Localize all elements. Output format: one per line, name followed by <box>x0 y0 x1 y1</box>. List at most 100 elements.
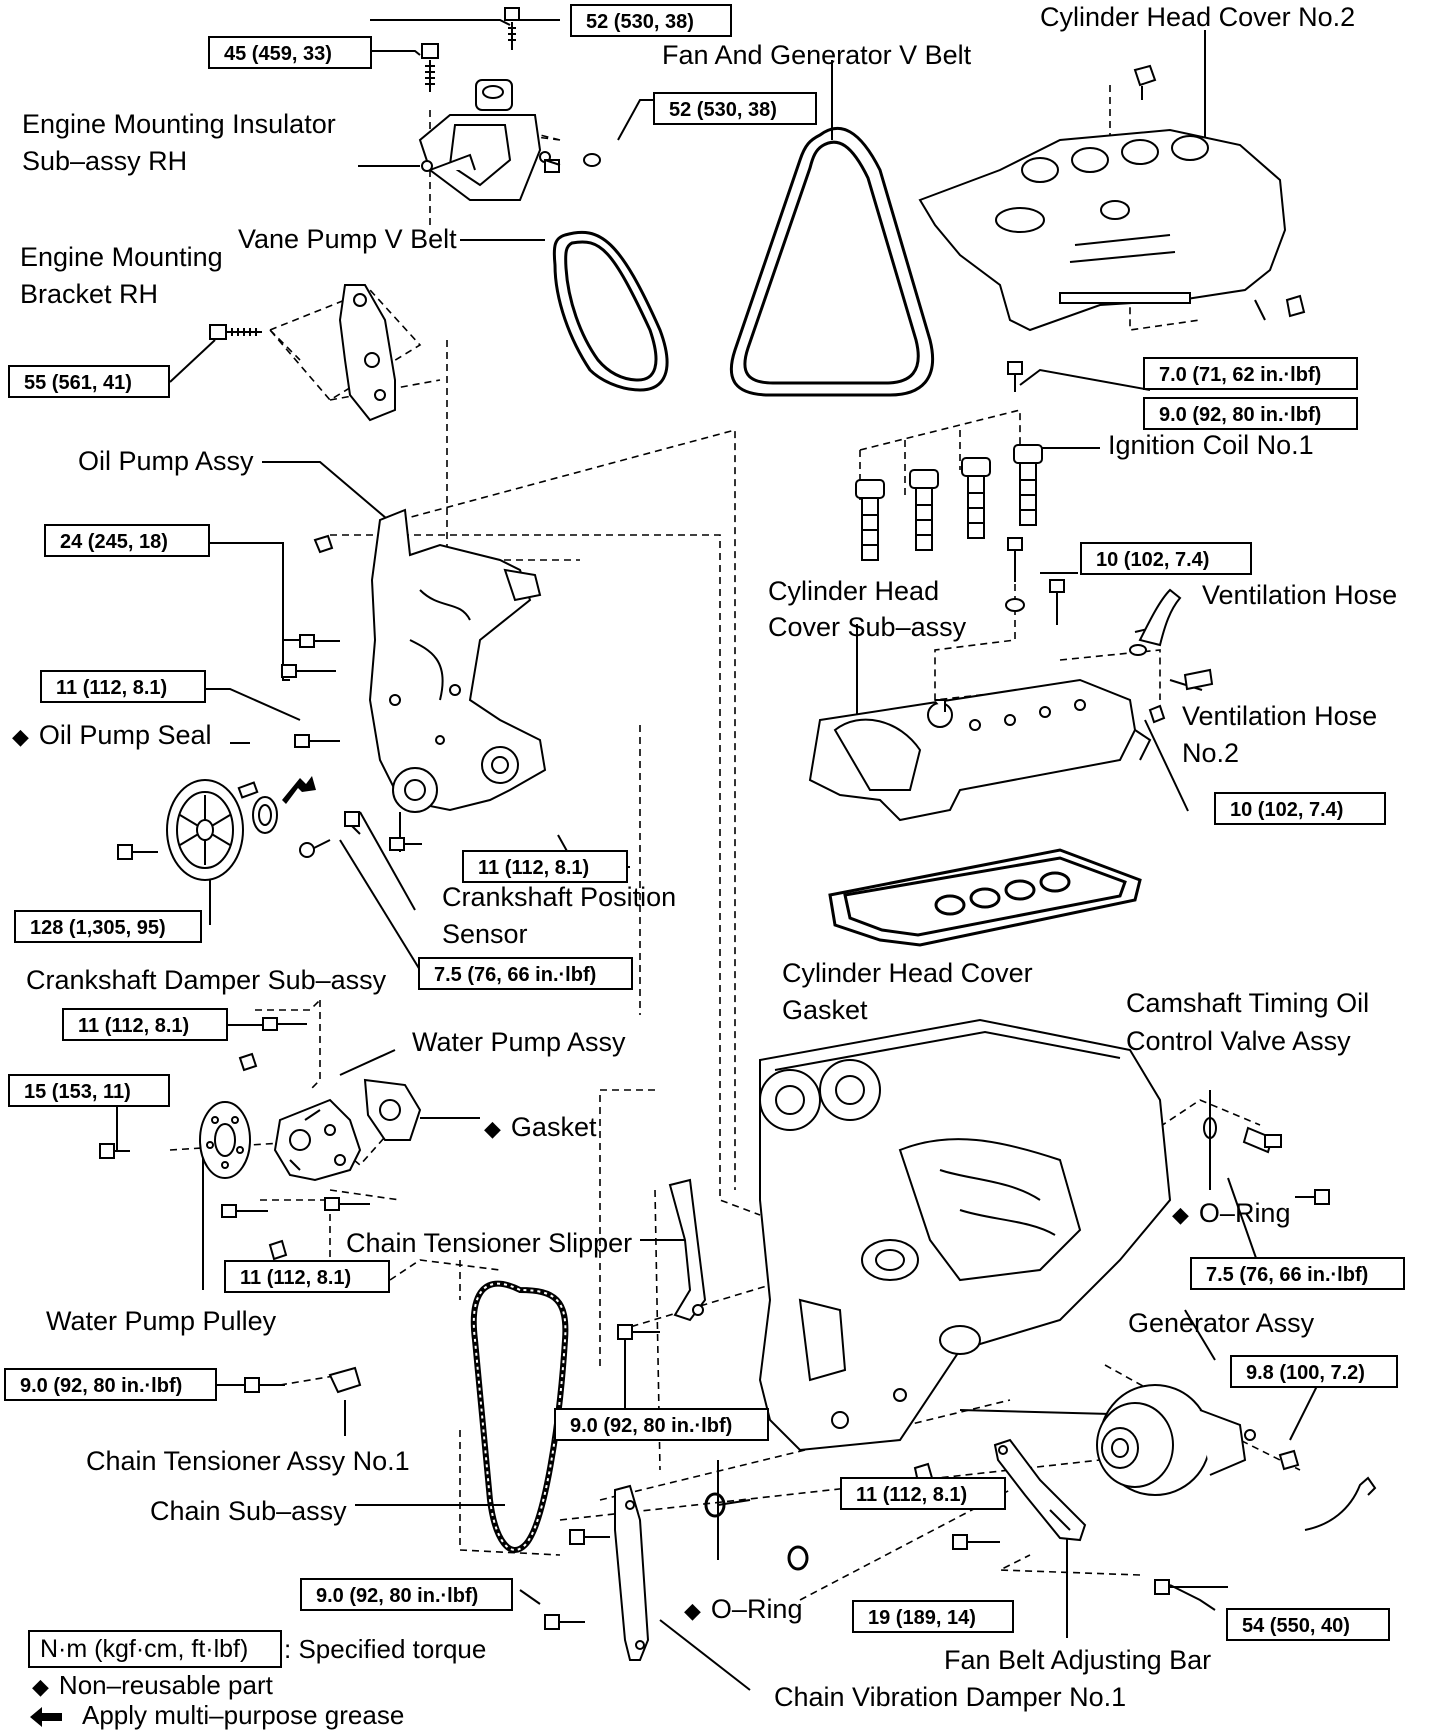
label-o-ring-lower: ◆O–Ring <box>684 1594 803 1624</box>
label-engine-mounting-insulator-2: Sub–assy RH <box>22 146 188 176</box>
left-arrow-icon <box>30 1707 62 1728</box>
coil-bolts <box>1005 361 1065 625</box>
generator-nut <box>1278 1449 1300 1471</box>
chain-vibration-damper <box>614 1484 650 1661</box>
torque-10-coil: 10 (102, 7.4) <box>1080 542 1252 575</box>
torque-7-5-valve: 7.5 (76, 66 in.·lbf) <box>1190 1257 1405 1290</box>
cylinder-head-cover-subassy <box>808 678 1152 822</box>
torque-9-0-coil: 9.0 (92, 80 in.·lbf) <box>1143 397 1358 430</box>
torque-19: 19 (189, 14) <box>852 1600 1014 1633</box>
torque-9-8: 9.8 (100, 7.2) <box>1230 1355 1398 1388</box>
grease-arrow-icon <box>282 776 316 804</box>
label-fan-belt-adjusting-bar: Fan Belt Adjusting Bar <box>944 1645 1212 1675</box>
label-engine-mounting-bracket-1: Engine Mounting <box>20 242 223 272</box>
chain-tensioner-slipper <box>668 1178 707 1322</box>
label-chain-tensioner-assy: Chain Tensioner Assy No.1 <box>86 1446 410 1476</box>
label-ignition-coil: Ignition Coil No.1 <box>1108 430 1314 460</box>
oil-pump-bolts <box>281 534 422 858</box>
label-chain-subassy: Chain Sub–assy <box>150 1496 347 1526</box>
torque-54: 54 (550, 40) <box>1226 1608 1390 1641</box>
torque-24: 24 (245, 18) <box>44 524 210 557</box>
nonreusable-diamond-icon: ◆ <box>12 724 29 749</box>
label-camshaft-timing-valve-1: Camshaft Timing Oil <box>1126 988 1370 1018</box>
label-water-pump-pulley: Water Pump Pulley <box>46 1306 277 1336</box>
torque-11-pulley: 11 (112, 8.1) <box>224 1260 390 1293</box>
label-crankshaft-damper: Crankshaft Damper Sub–assy <box>26 965 387 995</box>
legend-nonreusable: ◆Non–reusable part <box>32 1670 273 1700</box>
slipper-bolt <box>617 1324 660 1340</box>
label-ventilation-hose-no2-1: Ventilation Hose <box>1182 701 1378 731</box>
damper-bolts <box>544 1529 610 1630</box>
torque-11-oilpump: 11 (112, 8.1) <box>40 670 206 703</box>
torque-9-0-slipper: 9.0 (92, 80 in.·lbf) <box>554 1408 769 1441</box>
label-cylinder-head-cover-gasket-1: Cylinder Head Cover <box>782 958 1033 988</box>
torque-11-adjbar: 11 (112, 8.1) <box>840 1477 1006 1510</box>
label-vane-pump-belt: Vane Pump V Belt <box>238 224 457 254</box>
torque-10-cover: 10 (102, 7.4) <box>1214 792 1386 825</box>
label-engine-mounting-bracket-2: Bracket RH <box>20 279 159 309</box>
generator-wire <box>1304 1476 1377 1531</box>
water-pump-gasket <box>363 1078 422 1141</box>
torque-128: 128 (1,305, 95) <box>14 910 202 943</box>
label-cylinder-head-cover-gasket-2: Gasket <box>782 995 868 1025</box>
torque-7-5-sensor: 7.5 (76, 66 in.·lbf) <box>418 957 633 990</box>
torque-52-top: 52 (530, 38) <box>570 4 732 37</box>
label-ventilation-hose-no2-2: No.2 <box>1182 738 1240 768</box>
engine-block <box>758 1018 1172 1452</box>
camshaft-timing-valve <box>1242 1126 1282 1154</box>
water-pump-bolts <box>99 1017 370 1261</box>
label-crankshaft-position-sensor-1: Crankshaft Position <box>442 882 677 912</box>
label-cylinder-head-cover-no2: Cylinder Head Cover No.2 <box>1040 2 1356 32</box>
nonreusable-diamond-icon: ◆ <box>1172 1202 1189 1227</box>
chain-tensioner-assy <box>244 1366 362 1394</box>
cover-no2-nut <box>1133 64 1306 318</box>
water-pump-assy <box>273 1098 362 1182</box>
timing-chain-links <box>472 1282 567 1551</box>
timing-chain <box>470 1280 569 1553</box>
label-fan-generator-belt: Fan And Generator V Belt <box>662 40 972 70</box>
cylinder-head-cover-gasket <box>828 848 1142 947</box>
label-cylinder-head-cover-subassy-1: Cylinder Head <box>768 576 940 606</box>
label-water-pump-assy: Water Pump Assy <box>412 1027 626 1057</box>
generator-assy <box>1096 1384 1256 1496</box>
label-ventilation-hose: Ventilation Hose <box>1202 580 1398 610</box>
oil-pump-assy <box>368 508 547 813</box>
fan-belt-adjusting-bar <box>993 1438 1087 1542</box>
cylinder-head-cover-no2 <box>918 128 1287 332</box>
legend-grease: Apply multi–purpose grease <box>28 1698 404 1732</box>
o-rings-lower <box>704 1492 809 1571</box>
torque-52-right: 52 (530, 38) <box>653 92 817 125</box>
nonreusable-diamond-icon: ◆ <box>32 1674 49 1699</box>
torque-45: 45 (459, 33) <box>208 36 372 69</box>
label-cylinder-head-cover-subassy-2: Cover Sub–assy <box>768 612 967 642</box>
label-oil-pump-seal: ◆Oil Pump Seal <box>12 720 212 750</box>
label-chain-vibration-damper: Chain Vibration Damper No.1 <box>774 1682 1127 1712</box>
o-ring-upper <box>1203 1117 1217 1139</box>
crankshaft-damper <box>166 779 244 881</box>
nonreusable-diamond-icon: ◆ <box>484 1116 501 1141</box>
damper-bolt <box>117 844 158 860</box>
label-chain-tensioner-slipper: Chain Tensioner Slipper <box>346 1228 633 1258</box>
label-o-ring-upper: ◆O–Ring <box>1172 1198 1291 1228</box>
label-oil-pump-assy: Oil Pump Assy <box>78 446 254 476</box>
engine-mounting-insulator <box>418 79 601 201</box>
water-pump-pulley <box>199 1101 251 1179</box>
engine-mounting-bracket <box>338 284 396 422</box>
torque-7-0: 7.0 (71, 62 in.·lbf) <box>1143 357 1358 390</box>
ignition-coils <box>855 444 1043 561</box>
label-camshaft-timing-valve-2: Control Valve Assy <box>1126 1026 1351 1056</box>
label-gasket: ◆Gasket <box>484 1112 597 1142</box>
vane-pump-belt <box>552 230 669 392</box>
nonreusable-diamond-icon: ◆ <box>684 1598 701 1623</box>
ventilation-hoses <box>1129 588 1214 724</box>
bolt-top-52 <box>504 7 520 50</box>
legend-torque-desc: : Specified torque <box>284 1634 487 1664</box>
torque-55: 55 (561, 41) <box>8 365 170 398</box>
label-generator-assy: Generator Assy <box>1128 1308 1315 1338</box>
torque-11-waterpump: 11 (112, 8.1) <box>62 1008 228 1041</box>
valve-bolt <box>1295 1189 1330 1205</box>
torque-15: 15 (153, 11) <box>8 1074 170 1107</box>
fan-generator-belt <box>729 126 935 397</box>
torque-9-0-tensioner: 9.0 (92, 80 in.·lbf) <box>4 1368 217 1401</box>
